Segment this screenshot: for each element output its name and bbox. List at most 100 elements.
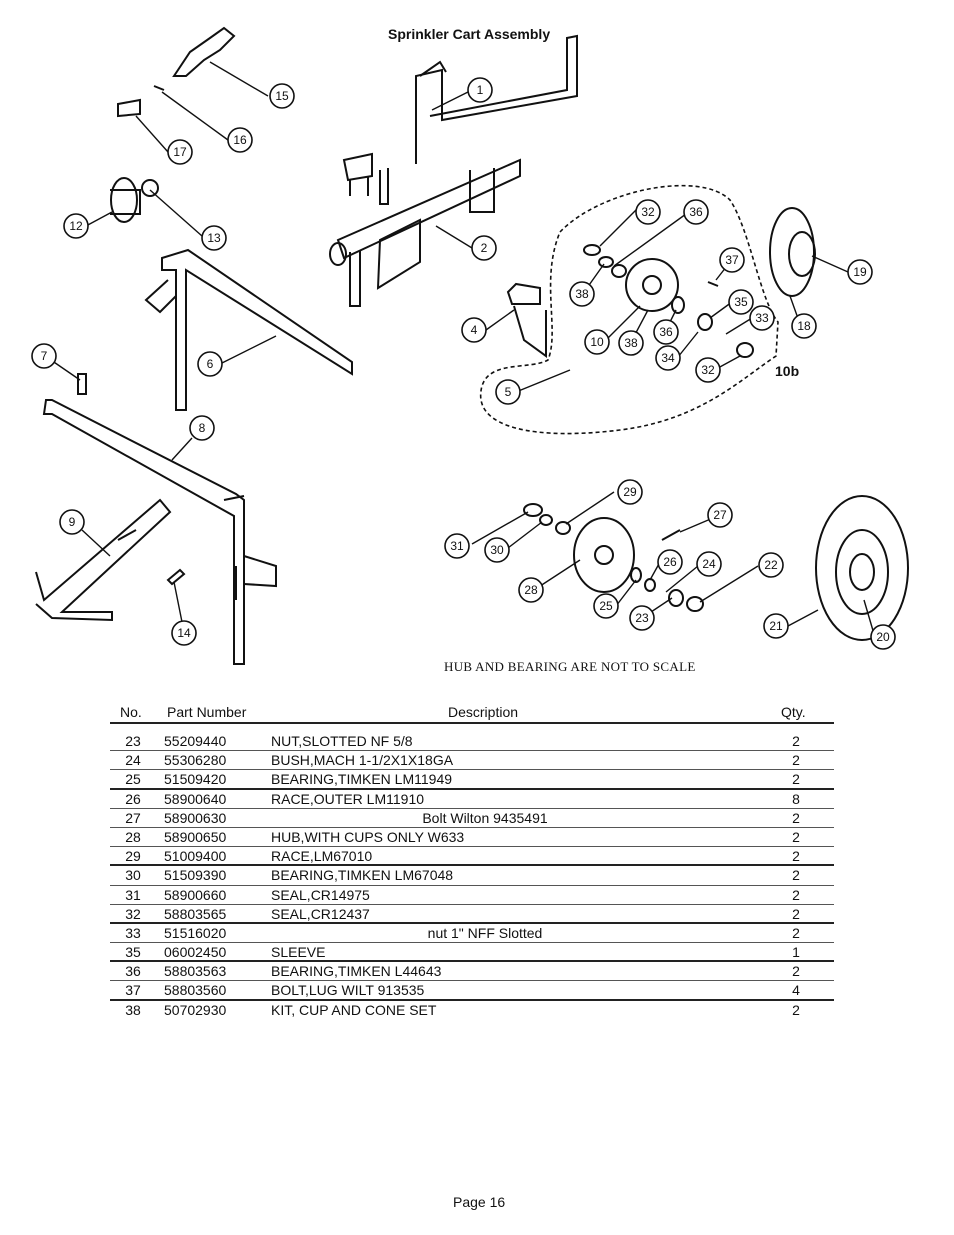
callout-2: 2 bbox=[481, 241, 488, 255]
row-description: SEAL,CR12437 bbox=[271, 905, 370, 922]
callout-25: 25 bbox=[599, 599, 613, 613]
row-description: BEARING,TIMKEN L44643 bbox=[271, 963, 442, 980]
table-row: 29 51009400 RACE,LM67010 2 bbox=[110, 847, 834, 867]
row-part-number: 51509420 bbox=[164, 771, 227, 788]
table-row: 37 58803560 BOLT,LUG WILT 913535 4 bbox=[110, 981, 834, 1001]
callout-18: 18 bbox=[797, 319, 811, 333]
callout-14: 14 bbox=[177, 626, 191, 640]
callout-17: 17 bbox=[173, 145, 187, 159]
table-row: 27 58900630 Bolt Wilton 9435491 2 bbox=[110, 809, 834, 828]
callout-22: 22 bbox=[764, 558, 778, 572]
row-part-number: 51009400 bbox=[164, 848, 227, 865]
callout-15: 15 bbox=[275, 89, 289, 103]
table-row: 32 58803565 SEAL,CR12437 2 bbox=[110, 905, 834, 924]
row-description: SLEEVE bbox=[271, 944, 326, 961]
detail-label: 10b bbox=[775, 363, 799, 379]
row-no: 26 bbox=[125, 790, 141, 807]
callout-36: 36 bbox=[689, 205, 703, 219]
row-no: 25 bbox=[125, 771, 141, 788]
row-qty: 8 bbox=[792, 790, 800, 807]
row-description: KIT, CUP AND CONE SET bbox=[271, 1001, 437, 1018]
row-description: NUT,SLOTTED NF 5/8 bbox=[271, 733, 413, 749]
scale-note: HUB AND BEARING ARE NOT TO SCALE bbox=[444, 659, 696, 674]
row-no: 38 bbox=[125, 1001, 141, 1018]
header-qty: Qty. bbox=[781, 704, 806, 720]
row-part-number: 58803560 bbox=[164, 982, 227, 999]
row-description: BEARING,TIMKEN LM67048 bbox=[271, 867, 454, 884]
callout-23: 23 bbox=[635, 611, 649, 625]
callout-5: 5 bbox=[505, 385, 512, 399]
row-no: 27 bbox=[125, 809, 141, 826]
row-qty: 2 bbox=[792, 809, 800, 826]
row-part-number: 51516020 bbox=[164, 924, 227, 941]
header-part-number: Part Number bbox=[167, 704, 247, 720]
row-no: 32 bbox=[125, 905, 141, 922]
row-qty: 2 bbox=[792, 963, 800, 980]
row-description: nut 1" NFF Slotted bbox=[427, 924, 543, 941]
callout-24: 24 bbox=[702, 557, 716, 571]
row-part-number: 51509390 bbox=[164, 867, 227, 884]
row-part-number: 55306280 bbox=[164, 752, 227, 769]
callout-labels: 1 2 4 5 6 7 8 9 10 12 13 14 15 16 17 18 … bbox=[41, 83, 890, 644]
row-part-number: 50702930 bbox=[164, 1001, 227, 1018]
row-qty: 1 bbox=[792, 944, 800, 961]
callout-9: 9 bbox=[69, 515, 76, 529]
row-description: SEAL,CR14975 bbox=[271, 886, 370, 903]
row-no: 29 bbox=[125, 848, 141, 865]
callout-30: 30 bbox=[490, 543, 504, 557]
row-description: BEARING,TIMKEN LM11949 bbox=[271, 771, 453, 788]
row-qty: 4 bbox=[792, 982, 800, 999]
table-row: 23 55209440 NUT,SLOTTED NF 5/8 2 bbox=[110, 732, 834, 752]
row-no: 30 bbox=[125, 867, 141, 884]
callout-27: 27 bbox=[713, 508, 727, 522]
row-qty: 2 bbox=[792, 848, 800, 865]
callout-26: 26 bbox=[663, 555, 677, 569]
row-part-number: 58900660 bbox=[164, 886, 227, 903]
row-part-number: 58900640 bbox=[164, 790, 227, 807]
callout-1: 1 bbox=[477, 83, 484, 97]
row-no: 28 bbox=[125, 828, 141, 845]
row-no: 37 bbox=[125, 982, 141, 999]
row-part-number: 58803565 bbox=[164, 905, 227, 922]
header-description: Description bbox=[448, 704, 519, 720]
row-qty: 2 bbox=[792, 828, 800, 845]
row-description: BOLT,LUG WILT 913535 bbox=[271, 982, 425, 999]
table-row: 25 51509420 BEARING,TIMKEN LM11949 2 bbox=[110, 770, 834, 790]
callout-13: 13 bbox=[207, 231, 221, 245]
callout-35: 35 bbox=[734, 295, 748, 309]
callout-8: 8 bbox=[199, 421, 206, 435]
callout-29: 29 bbox=[623, 485, 637, 499]
callout-31: 31 bbox=[450, 539, 464, 553]
row-part-number: 58900630 bbox=[164, 809, 227, 826]
callout-32b: 32 bbox=[701, 363, 715, 377]
row-qty: 2 bbox=[792, 867, 800, 884]
row-part-number: 06002450 bbox=[164, 944, 227, 961]
row-description: RACE,LM67010 bbox=[271, 848, 373, 865]
row-part-number: 58900650 bbox=[164, 828, 227, 845]
callout-6: 6 bbox=[207, 357, 214, 371]
callout-36b: 36 bbox=[659, 325, 673, 339]
row-no: 23 bbox=[125, 733, 141, 749]
row-qty: 2 bbox=[792, 733, 800, 749]
row-qty: 2 bbox=[792, 752, 800, 769]
row-qty: 2 bbox=[792, 771, 800, 788]
callout-19: 19 bbox=[853, 265, 867, 279]
callout-38: 38 bbox=[575, 287, 589, 301]
callout-16: 16 bbox=[233, 133, 247, 147]
callout-10: 10 bbox=[590, 335, 604, 349]
row-part-number: 55209440 bbox=[164, 733, 227, 749]
row-description: Bolt Wilton 9435491 bbox=[422, 809, 548, 826]
page-number: Page 16 bbox=[453, 1194, 506, 1210]
callout-38b: 38 bbox=[624, 336, 638, 350]
table-row: 30 51509390 BEARING,TIMKEN LM67048 2 bbox=[110, 866, 834, 886]
exploded-parts-diagram: 1 2 4 5 6 7 8 9 10 12 13 14 15 16 17 18 … bbox=[31, 26, 909, 665]
row-no: 36 bbox=[125, 963, 141, 980]
row-qty: 2 bbox=[792, 905, 800, 922]
